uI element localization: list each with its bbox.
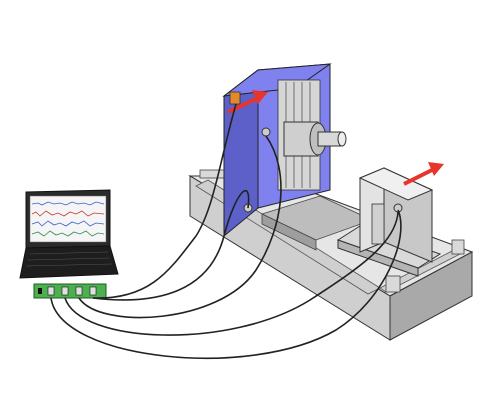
cable-to-column-top	[92, 103, 237, 299]
base-pad-4	[451, 239, 465, 255]
cables	[50, 103, 402, 359]
fixture-block-top	[358, 167, 434, 201]
daq-port	[47, 286, 55, 296]
cable-to-base-sensor	[64, 211, 399, 336]
daq-led	[38, 288, 42, 294]
base-pad-1	[199, 169, 225, 179]
laptop	[19, 189, 119, 279]
keyboard-keys	[25, 251, 113, 267]
fixture-platform-face	[337, 239, 419, 277]
base-pad-3	[385, 275, 401, 293]
arrow-icon	[403, 168, 433, 186]
laptop-keyboard	[19, 245, 119, 279]
accelerometer-icon	[261, 127, 271, 137]
cable-to-column-sensor	[92, 189, 250, 301]
daq-port	[75, 286, 83, 296]
fixture-clamp	[371, 203, 385, 245]
arrow-head-icon	[252, 90, 268, 104]
spindle	[283, 121, 347, 157]
column-top	[222, 63, 332, 97]
workpiece-fixture	[336, 167, 442, 277]
data-acquisition-module	[33, 283, 107, 299]
cable-to-fixture-sensor	[50, 209, 402, 359]
spindle-tip	[337, 131, 347, 147]
base-right-face	[389, 251, 473, 341]
screen-trace	[31, 210, 105, 217]
screen-trace	[31, 220, 105, 227]
arrow-head-icon	[428, 162, 444, 176]
accelerometer-icon	[229, 91, 241, 105]
screen-trace	[31, 201, 105, 206]
arrow-icon	[227, 96, 259, 114]
daq-port	[61, 286, 69, 296]
daq-port	[89, 286, 97, 296]
base-pocket-wall	[261, 213, 317, 251]
motion-arrows	[227, 90, 444, 186]
cable-to-spindle-sensor	[78, 135, 282, 319]
screen-trace	[31, 230, 105, 237]
